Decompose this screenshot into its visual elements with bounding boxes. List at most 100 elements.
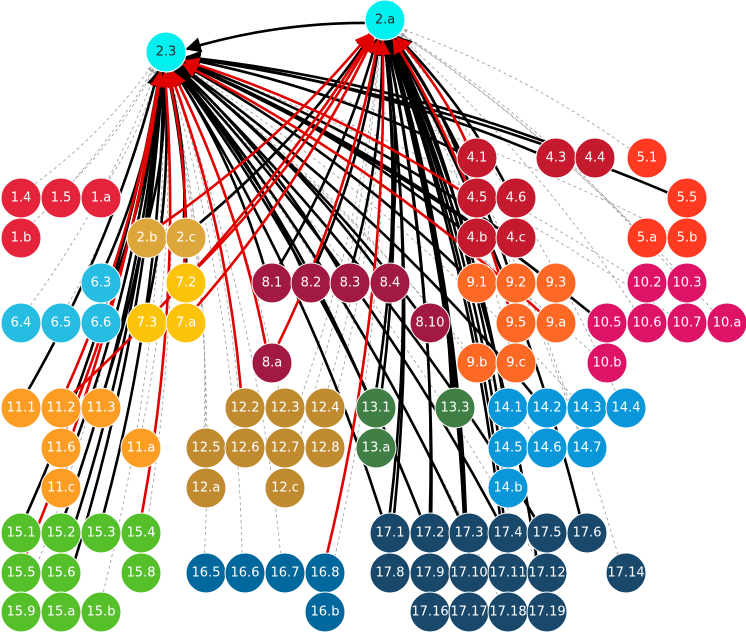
node-circle-4-4[interactable] [574, 137, 616, 179]
node-17-16[interactable]: 17.16 [409, 591, 451, 633]
node-7-a[interactable]: 7.a [165, 302, 207, 344]
node-circle-8-a[interactable] [251, 342, 293, 384]
node-5-1[interactable]: 5.1 [626, 137, 668, 179]
node-1-a[interactable]: 1.a [80, 177, 122, 219]
node-17-3[interactable]: 17.3 [448, 512, 490, 554]
node-14-b[interactable]: 14.b [487, 467, 529, 509]
node-circle-5-b[interactable] [666, 217, 708, 259]
node-8-a[interactable]: 8.a [251, 342, 293, 384]
node-4-6[interactable]: 4.6 [495, 177, 537, 219]
node-10-b[interactable]: 10.b [586, 342, 628, 384]
node-15-9[interactable]: 15.9 [0, 591, 42, 633]
node-4-1[interactable]: 4.1 [456, 137, 498, 179]
node-6-4[interactable]: 6.4 [0, 302, 42, 344]
node-6-6[interactable]: 6.6 [80, 302, 122, 344]
node-circle-14-7[interactable] [566, 427, 608, 469]
node-9-5[interactable]: 9.5 [495, 302, 537, 344]
node-circle-13-a[interactable] [355, 427, 397, 469]
node-circle-9-a[interactable] [535, 302, 577, 344]
node-14-5[interactable]: 14.5 [487, 427, 529, 469]
node-17-5[interactable]: 17.5 [526, 512, 568, 554]
node-2-b[interactable]: 2.b [126, 217, 168, 259]
node-14-1[interactable]: 14.1 [487, 387, 529, 429]
node-9-3[interactable]: 9.3 [535, 262, 577, 304]
node-12-6[interactable]: 12.6 [224, 427, 266, 469]
node-10-2[interactable]: 10.2 [626, 262, 668, 304]
node-4-b[interactable]: 4.b [456, 217, 498, 259]
node-15-5[interactable]: 15.5 [0, 552, 42, 594]
node-14-6[interactable]: 14.6 [526, 427, 568, 469]
node-circle-14-b[interactable] [487, 467, 529, 509]
node-7-3[interactable]: 7.3 [126, 302, 168, 344]
node-circle-1-a[interactable] [80, 177, 122, 219]
node-circle-8-4[interactable] [369, 262, 411, 304]
node-9-c[interactable]: 9.c [495, 342, 537, 384]
node-17-2[interactable]: 17.2 [409, 512, 451, 554]
node-17-18[interactable]: 17.18 [487, 591, 529, 633]
node-12-c[interactable]: 12.c [264, 467, 306, 509]
node-circle-17-14[interactable] [605, 552, 647, 594]
node-11-6[interactable]: 11.6 [40, 427, 82, 469]
node-4-5[interactable]: 4.5 [456, 177, 498, 219]
node-9-b[interactable]: 9.b [456, 342, 498, 384]
node-10-3[interactable]: 10.3 [666, 262, 708, 304]
node-10-7[interactable]: 10.7 [666, 302, 708, 344]
node-16-7[interactable]: 16.7 [264, 552, 306, 594]
node-circle-5-1[interactable] [626, 137, 668, 179]
node-14-7[interactable]: 14.7 [566, 427, 608, 469]
node-circle-12-8[interactable] [304, 427, 346, 469]
node-15-8[interactable]: 15.8 [120, 552, 162, 594]
node-12-7[interactable]: 12.7 [264, 427, 306, 469]
node-circle-11-3[interactable] [80, 387, 122, 429]
node-17-4[interactable]: 17.4 [487, 512, 529, 554]
node-16-8[interactable]: 16.8 [304, 552, 346, 594]
node-12-4[interactable]: 12.4 [304, 387, 346, 429]
node-9-1[interactable]: 9.1 [456, 262, 498, 304]
node-17-10[interactable]: 17.10 [448, 552, 490, 594]
node-circle-10-b[interactable] [586, 342, 628, 384]
node-circle-9-c[interactable] [495, 342, 537, 384]
node-17-12[interactable]: 17.12 [526, 552, 568, 594]
node-10-6[interactable]: 10.6 [626, 302, 668, 344]
node-17-9[interactable]: 17.9 [409, 552, 451, 594]
node-11-c[interactable]: 11.c [40, 467, 82, 509]
node-1-4[interactable]: 1.4 [0, 177, 42, 219]
node-5-a[interactable]: 5.a [626, 217, 668, 259]
node-circle-16-b[interactable] [304, 591, 346, 633]
node-8-2[interactable]: 8.2 [290, 262, 332, 304]
node-9-a[interactable]: 9.a [535, 302, 577, 344]
node-circle-17-19[interactable] [526, 591, 568, 633]
node-6-5[interactable]: 6.5 [40, 302, 82, 344]
node-15-3[interactable]: 15.3 [80, 512, 122, 554]
node-17-8[interactable]: 17.8 [369, 552, 411, 594]
node-1-b[interactable]: 1.b [0, 217, 42, 259]
node-circle-11-a[interactable] [120, 427, 162, 469]
node-circle-15-8[interactable] [120, 552, 162, 594]
node-2-a[interactable]: 2.a [364, 0, 406, 41]
node-4-3[interactable]: 4.3 [535, 137, 577, 179]
node-circle-4-c[interactable] [495, 217, 537, 259]
node-16-b[interactable]: 16.b [304, 591, 346, 633]
node-11-2[interactable]: 11.2 [40, 387, 82, 429]
node-circle-2-a[interactable] [364, 0, 406, 41]
node-5-b[interactable]: 5.b [666, 217, 708, 259]
node-17-11[interactable]: 17.11 [487, 552, 529, 594]
node-12-5[interactable]: 12.5 [185, 427, 227, 469]
node-13-3[interactable]: 13.3 [434, 387, 476, 429]
node-11-a[interactable]: 11.a [120, 427, 162, 469]
node-8-10[interactable]: 8.10 [409, 302, 451, 344]
node-9-2[interactable]: 9.2 [495, 262, 537, 304]
node-13-a[interactable]: 13.a [355, 427, 397, 469]
node-2-3[interactable]: 2.3 [145, 31, 187, 73]
node-17-14[interactable]: 17.14 [605, 552, 647, 594]
node-8-3[interactable]: 8.3 [329, 262, 371, 304]
node-circle-12-a[interactable] [185, 467, 227, 509]
node-circle-1-b[interactable] [0, 217, 42, 259]
node-14-4[interactable]: 14.4 [605, 387, 647, 429]
node-circle-8-10[interactable] [409, 302, 451, 344]
node-17-6[interactable]: 17.6 [566, 512, 608, 554]
node-4-4[interactable]: 4.4 [574, 137, 616, 179]
node-1-5[interactable]: 1.5 [40, 177, 82, 219]
node-circle-6-6[interactable] [80, 302, 122, 344]
node-2-c[interactable]: 2.c [165, 217, 207, 259]
